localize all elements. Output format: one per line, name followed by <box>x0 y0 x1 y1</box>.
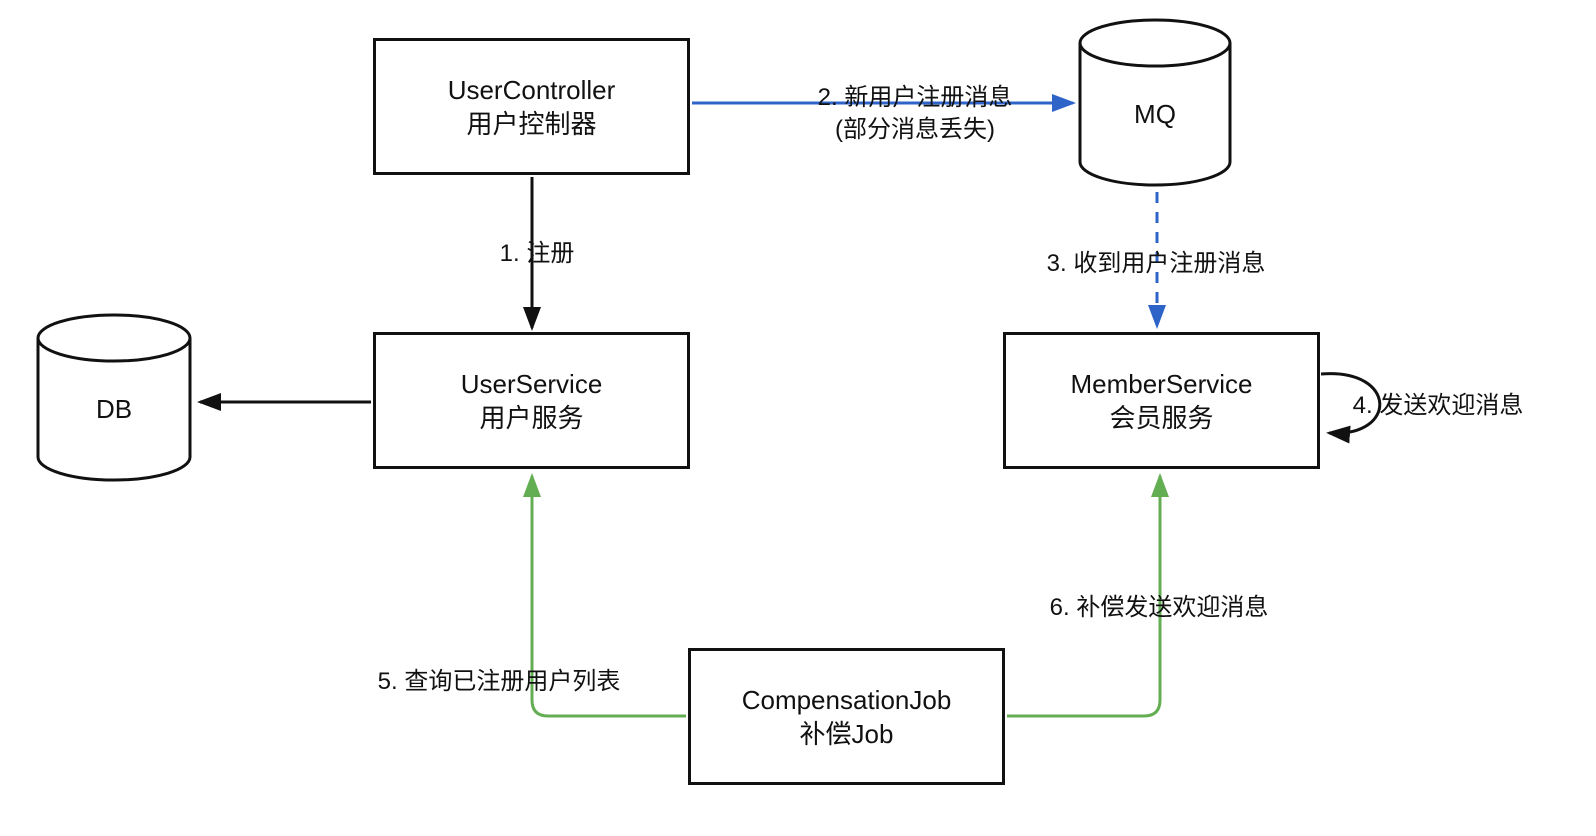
edge-register-label: 1. 注册 <box>499 240 575 267</box>
node-user-controller-subtitle: 用户控制器 <box>466 108 597 139</box>
edge-query-registered-users-label: 5. 查询已注册用户列表 <box>377 668 621 695</box>
node-user-controller-name: UserController <box>447 74 616 105</box>
db-cylinder-shape <box>36 313 192 482</box>
edge-new-user-message-label-line2: (部分消息丢失) <box>835 116 995 143</box>
mq-cylinder-shape <box>1078 18 1232 187</box>
edge-new-user-message-label-line1: 2. 新用户注册消息 <box>817 84 1013 111</box>
edge-receive-message-label: 3. 收到用户注册消息 <box>1046 250 1266 277</box>
edge-send-welcome-label: 4. 发送欢迎消息 <box>1352 392 1524 419</box>
node-member-service: MemberService 会员服务 <box>1003 332 1320 469</box>
node-member-service-subtitle: 会员服务 <box>1109 402 1214 433</box>
node-member-service-name: MemberService <box>1070 368 1253 399</box>
node-user-controller: UserController 用户控制器 <box>373 38 690 175</box>
edge-new-user-message-label: 2. 新用户注册消息 (部分消息丢失) <box>790 82 1040 146</box>
edge-send-welcome-loop-arrow <box>1320 372 1382 444</box>
node-user-service-subtitle: 用户服务 <box>479 402 584 433</box>
node-mq-label: MQ <box>1134 99 1176 129</box>
node-compensation-job: CompensationJob 补偿Job <box>688 648 1005 785</box>
node-compensation-job-subtitle: 补偿Job <box>799 718 894 749</box>
edge-compensate-welcome-arrow <box>1007 473 1169 718</box>
node-user-service-name: UserService <box>460 368 603 399</box>
edge-compensate-welcome-label: 6. 补偿发送欢迎消息 <box>1049 594 1269 621</box>
edge-query-registered-users-arrow <box>523 473 686 718</box>
node-user-service: UserService 用户服务 <box>373 332 690 469</box>
node-compensation-job-name: CompensationJob <box>741 684 952 715</box>
node-db-label: DB <box>95 394 133 424</box>
